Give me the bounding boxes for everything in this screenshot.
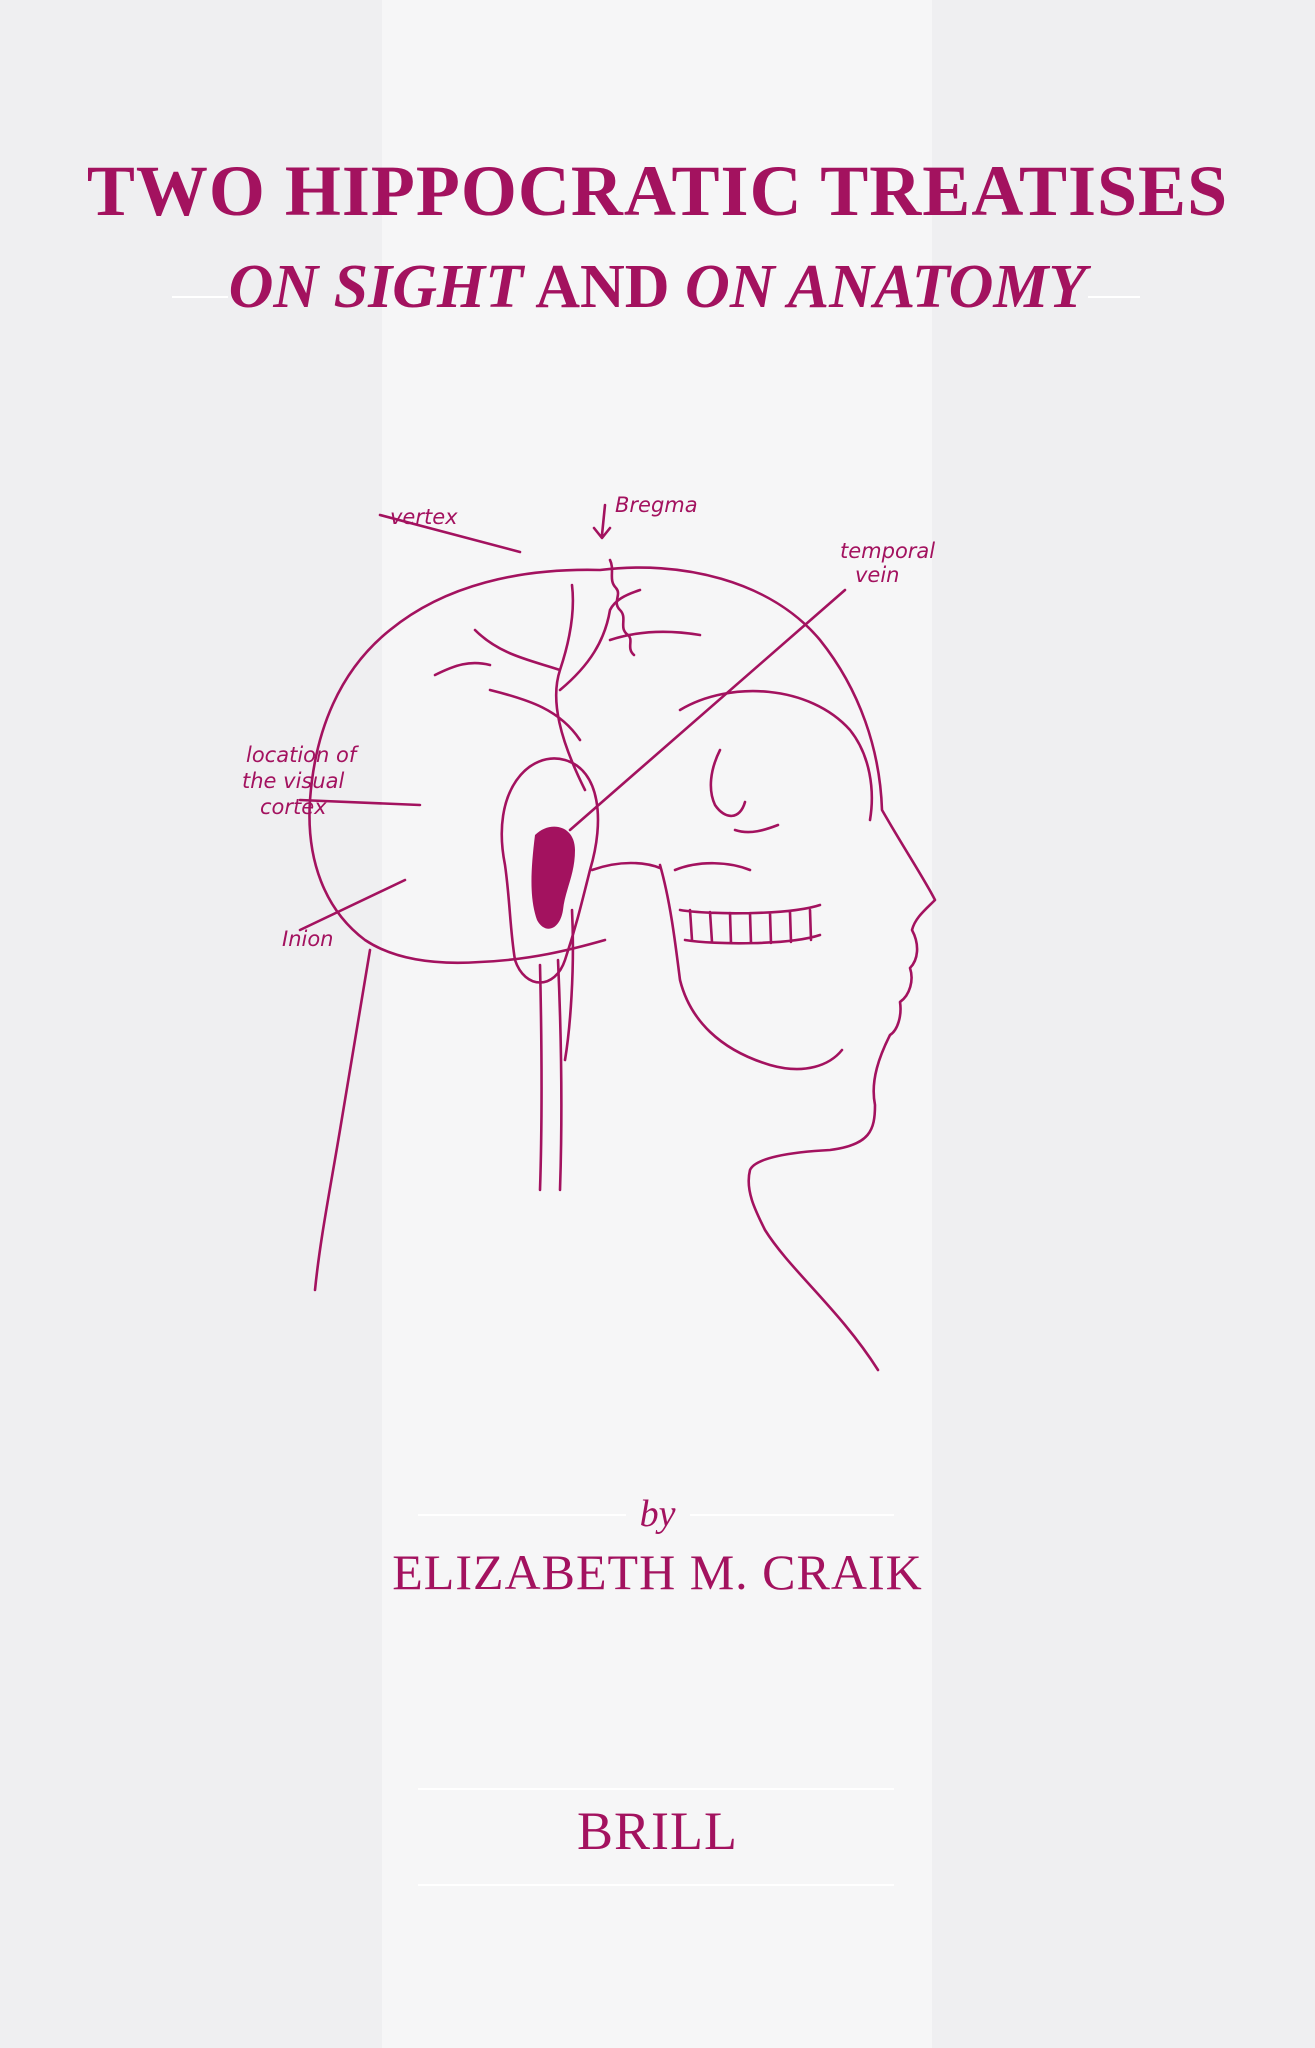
- neck-vessel: [563, 908, 575, 1062]
- label-bregma: Bregma: [615, 493, 698, 517]
- publisher-name: BRILL: [577, 1801, 738, 1861]
- publisher-rule-bottom: [418, 1884, 894, 1886]
- skull-face: [658, 689, 874, 1071]
- label-location-2: the visual: [242, 769, 345, 793]
- leader-inion: [298, 878, 407, 932]
- jugular-vein: [538, 958, 563, 1192]
- leader-bregma: [592, 503, 612, 540]
- title-on-sight: ON SIGHT: [228, 253, 524, 321]
- jaw-hinge: [590, 861, 662, 872]
- label-temporal: temporal: [840, 539, 935, 563]
- title-on-anatomy: ON ANATOMY: [685, 253, 1087, 321]
- title-and: AND: [535, 253, 670, 321]
- publisher-rule-top: [418, 1788, 894, 1790]
- leader-visual-cortex: [298, 798, 422, 807]
- bregma-suture: [608, 558, 636, 657]
- label-inion: Inion: [282, 927, 334, 951]
- temporal-vein-branches: [433, 583, 702, 792]
- byline-by: by: [639, 1493, 676, 1535]
- leader-vertex: [378, 513, 522, 554]
- author-name: ELIZABETH M. CRAIK: [392, 1544, 923, 1600]
- byline-rule-left: [418, 1514, 626, 1516]
- label-location-1: location of: [246, 743, 360, 767]
- title-line-2: ON SIGHT AND ON ANATOMY: [0, 252, 1315, 323]
- label-vein: vein: [855, 563, 900, 587]
- head-anatomy-illustration: vertex Bregma temporal vein location of …: [242, 493, 937, 1372]
- label-location-3: cortex: [260, 795, 327, 819]
- label-vertex: vertex: [390, 505, 458, 529]
- title-line-1: TWO HIPPOCRATIC TREATISES: [86, 151, 1229, 231]
- neck-back: [313, 948, 372, 1292]
- leader-temporal-vein: [568, 588, 847, 832]
- center-band: [382, 0, 932, 2048]
- ear-outline: [500, 757, 600, 984]
- head-outline: [308, 566, 937, 1372]
- title-rule-right: [1088, 296, 1140, 298]
- title-rule-left: [172, 296, 228, 298]
- byline-rule-right: [690, 1514, 894, 1516]
- ear-canal: [531, 826, 575, 929]
